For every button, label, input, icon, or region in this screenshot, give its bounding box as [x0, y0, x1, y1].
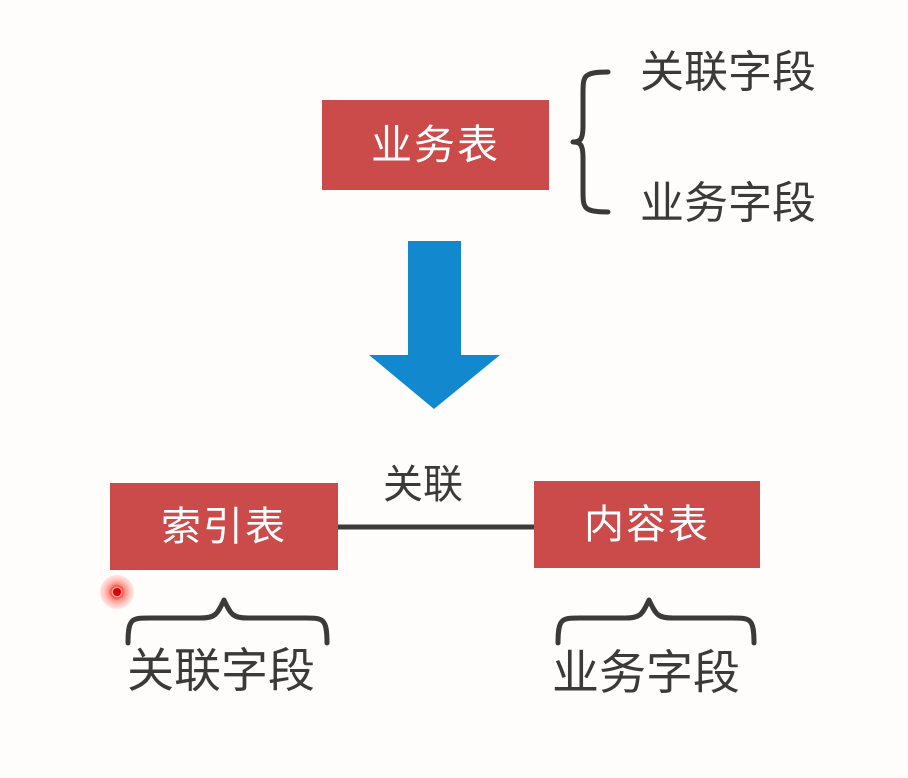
business-table-label: 业务表	[371, 120, 500, 169]
click-indicator	[100, 575, 134, 609]
index-table-label: 索引表	[161, 503, 287, 550]
index-table-box[interactable]: 索引表	[110, 483, 338, 570]
index-table-brace-label: 关联字段	[127, 644, 315, 699]
brace-bottom-right-icon	[555, 597, 757, 646]
down-arrow-icon	[369, 241, 500, 409]
top-branch-label-business-field: 业务字段	[640, 178, 816, 229]
brace-top-right-icon	[570, 69, 611, 215]
content-table-brace-label: 业务字段	[552, 646, 740, 701]
click-indicator-dot	[113, 588, 121, 596]
connector-label-relation: 关联	[383, 462, 463, 508]
top-branch-label-association-field: 关联字段	[640, 47, 816, 98]
brace-bottom-left-icon	[125, 597, 330, 646]
content-table-box[interactable]: 内容表	[534, 481, 760, 568]
content-table-label: 内容表	[584, 501, 710, 548]
business-table-box[interactable]: 业务表	[322, 100, 549, 190]
